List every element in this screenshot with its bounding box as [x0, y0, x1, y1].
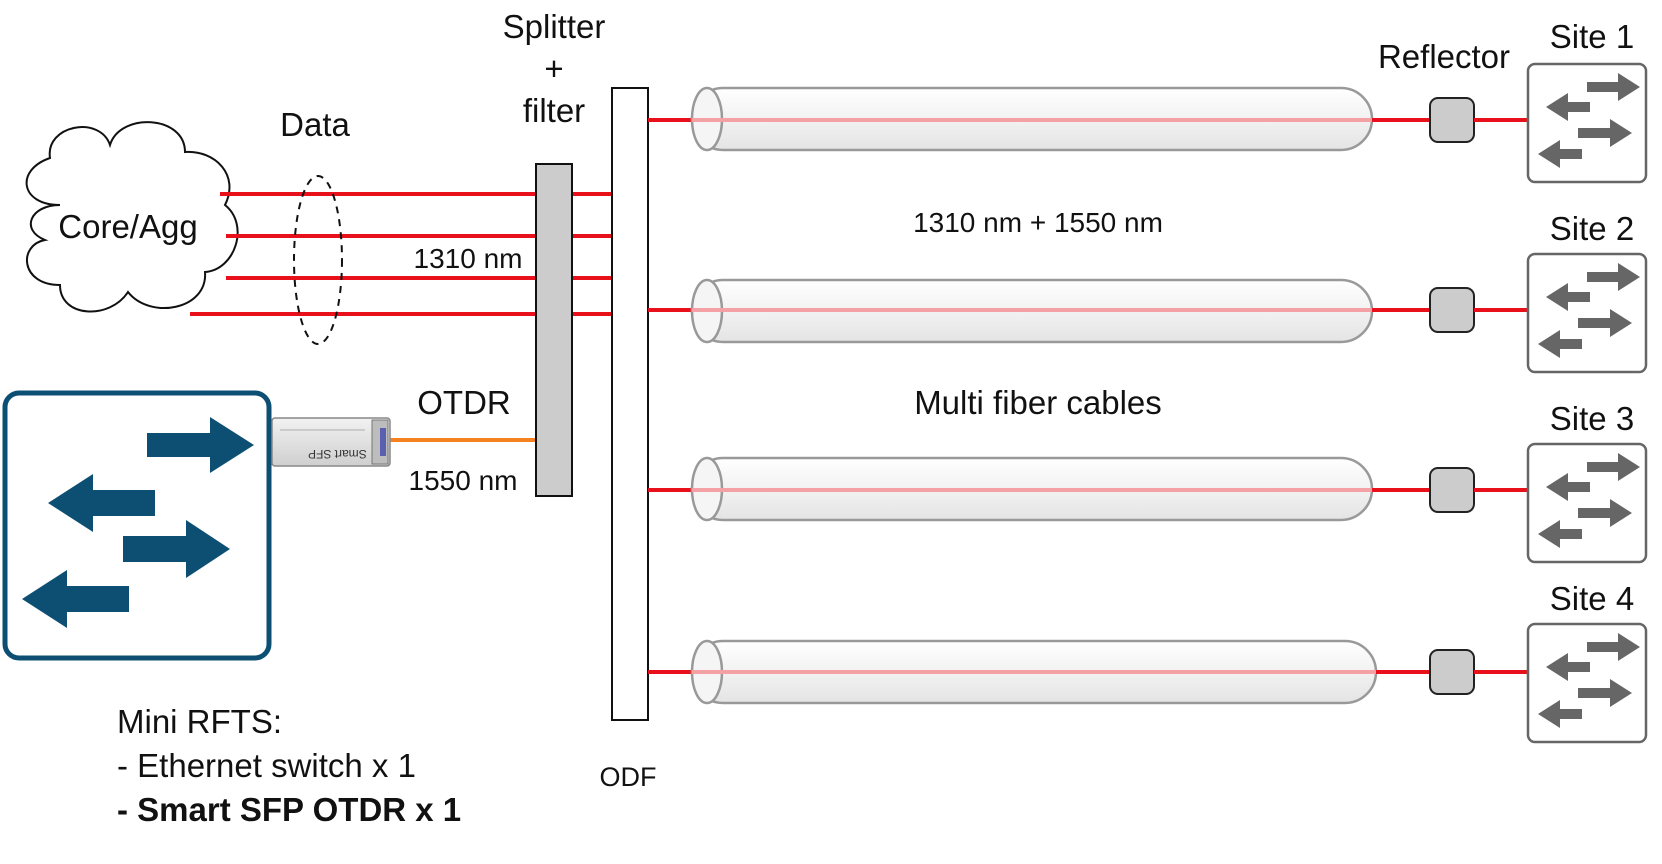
site-2: Site 2 — [1526, 210, 1648, 374]
site-3-switch-icon — [1538, 453, 1640, 548]
wavelength-1550-label: 1550 nm — [409, 465, 518, 496]
site-1: Site 1 — [1526, 18, 1648, 184]
odf-panel — [611, 87, 649, 721]
reflector-1 — [1429, 97, 1475, 143]
reflector-2 — [1429, 287, 1475, 333]
site-2-switch-icon — [1538, 263, 1640, 358]
site-3-label: Site 3 — [1550, 400, 1634, 437]
data-label: Data — [280, 106, 350, 143]
legend-item-ethernet-switch: - Ethernet switch x 1 — [117, 747, 416, 784]
site-1-label: Site 1 — [1550, 18, 1634, 55]
svg-text:+: + — [544, 50, 563, 87]
data-bundle-ellipse — [293, 175, 343, 345]
site-4: Site 4 — [1526, 580, 1648, 744]
reflector-4 — [1429, 649, 1475, 695]
cable-2 — [648, 278, 1528, 344]
wavelength-1310-label: 1310 nm — [414, 243, 523, 274]
sfp-text: Smart SFP — [308, 447, 367, 461]
ethernet-switch — [2, 390, 272, 661]
mini-rfts-legend: Mini RFTS: - Ethernet switch x 1 - Smart… — [117, 700, 461, 832]
cables-label: Multi fiber cables — [914, 384, 1162, 421]
reflector-label: Reflector — [1378, 38, 1510, 75]
core-agg-label: Core/Agg — [58, 208, 197, 245]
site-2-label: Site 2 — [1550, 210, 1634, 247]
site-1-switch-icon — [1538, 73, 1640, 168]
reflector-3 — [1429, 467, 1475, 513]
splitter-label: Splitter + filter — [503, 8, 606, 129]
splitter-filter-box — [535, 163, 573, 497]
svg-text:filter: filter — [523, 92, 585, 129]
site-3: Site 3 — [1526, 400, 1648, 564]
svg-text:Splitter: Splitter — [503, 8, 606, 45]
cable-wavelengths-label: 1310 nm + 1550 nm — [913, 207, 1163, 238]
smart-sfp-module: Smart SFP — [271, 417, 391, 467]
switch-arrows-icon — [22, 417, 254, 628]
cable-1 — [648, 86, 1528, 152]
cable-4 — [648, 639, 1528, 705]
legend-item-smart-sfp: - Smart SFP OTDR x 1 — [117, 791, 462, 828]
otdr-label: OTDR — [417, 384, 511, 421]
site-4-label: Site 4 — [1550, 580, 1634, 617]
core-agg-cloud: Core/Agg — [25, 121, 239, 313]
odf-label: ODF — [600, 762, 657, 792]
cable-3 — [648, 456, 1528, 522]
legend-title: Mini RFTS: — [117, 703, 282, 740]
site-4-switch-icon — [1538, 633, 1640, 728]
